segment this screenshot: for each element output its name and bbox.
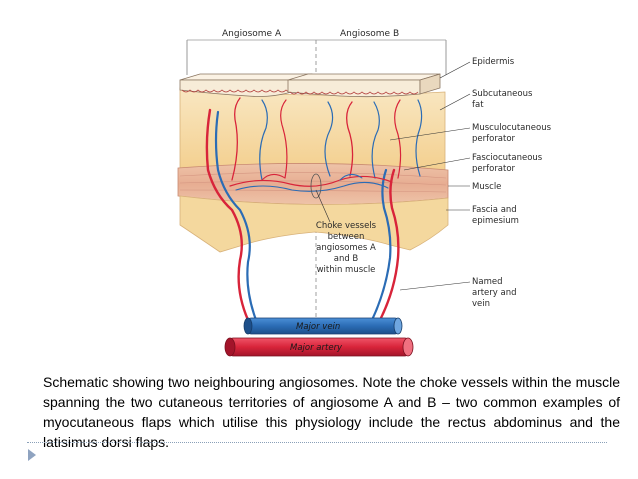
slide-divider [27, 442, 607, 443]
label-subcutaneous-1: Subcutaneous [472, 89, 533, 99]
label-epidermis: Epidermis [472, 57, 515, 67]
label-fascio-2: perforator [472, 164, 516, 174]
label-fascia-2: epimesium [472, 216, 519, 226]
label-fascio-1: Fasciocutaneous [472, 153, 543, 163]
choke-vessels-label: Choke vessels between angiosomes A and B… [316, 221, 377, 275]
label-named-3: vein [472, 299, 490, 309]
angiosome-a-label: Angiosome A [222, 29, 282, 39]
leader-lines [315, 61, 471, 291]
label-musculo-2: perforator [472, 134, 516, 144]
svg-text:Choke vessels: Choke vessels [316, 221, 377, 231]
epidermis-slabs [179, 73, 441, 98]
svg-text:angiosomes A: angiosomes A [316, 243, 376, 253]
svg-text:within muscle: within muscle [317, 265, 376, 275]
svg-text:between: between [328, 232, 365, 242]
label-musculo-1: Musculocutaneous [472, 123, 552, 133]
perforator-vessels [205, 97, 423, 322]
label-named-2: artery and [472, 288, 516, 298]
layer-labels: Epidermis Subcutaneous fat Musculocutane… [472, 57, 552, 309]
angiosome-diagram: Angiosome A Angiosome B [177, 29, 552, 357]
major-vessels [224, 317, 414, 357]
label-muscle: Muscle [472, 182, 501, 192]
bullet-arrow-icon [28, 449, 36, 461]
major-vein-label: Major vein [296, 322, 340, 332]
label-fascia-1: Fascia and [472, 205, 517, 215]
label-subcutaneous-2: fat [472, 100, 484, 110]
choke-zone-marker [310, 173, 322, 199]
angiosome-b-label: Angiosome B [340, 29, 399, 39]
figure-caption: Schematic showing two neighbouring angio… [43, 374, 620, 450]
label-named-1: Named [472, 277, 502, 287]
angiosome-boundaries [186, 39, 447, 330]
svg-text:and B: and B [334, 254, 359, 264]
major-artery-label: Major artery [290, 343, 343, 353]
